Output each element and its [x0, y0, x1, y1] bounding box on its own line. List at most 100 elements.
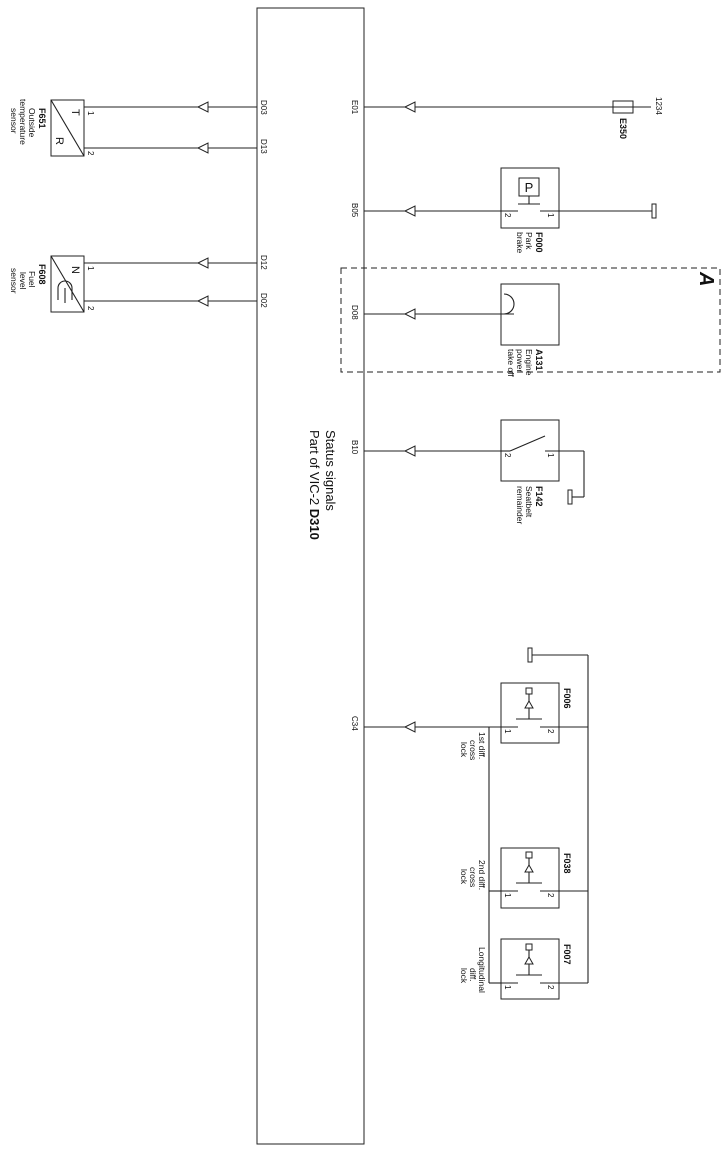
pin-b10: B10 [350, 440, 359, 455]
zone-a-frame [340, 267, 721, 373]
e350-code: E350 [618, 118, 628, 139]
component-f651: T R 1 2 F651 Outside temperature sensor [9, 99, 95, 157]
f142-terminal-2: 2 [503, 453, 512, 458]
component-f608: N 1 2 F608 Fuel level sensor [9, 255, 95, 313]
a131-label-2: power [515, 349, 525, 372]
f608-symbol-n: N [69, 266, 81, 274]
f006-code: F006 [562, 688, 572, 709]
f608-label-3: sensor [9, 268, 19, 294]
f651-label-3: sensor [9, 108, 19, 134]
a131-label-3: take off [506, 349, 516, 377]
f651-terminal-2: 2 [86, 151, 95, 156]
component-f006: 1 2 F006 1st diff. cross lock [459, 682, 572, 760]
f608-diagonal [50, 255, 85, 313]
control-unit-frame [256, 7, 365, 1145]
f007-terminal-1: 1 [503, 985, 512, 990]
f651-label-2: temperature [18, 99, 28, 145]
component-f007: 1 2 F007 Longitudinal diff. lock [459, 938, 572, 1000]
signal-arrow-d13 [196, 142, 209, 154]
f000-terminal-1: 1 [546, 213, 555, 218]
f038-label-2: cross [468, 867, 478, 887]
left-wires [84, 101, 257, 307]
e350-wire-number: 1234 [654, 97, 663, 115]
f007-pressure-icon [524, 955, 534, 965]
pin-d08: D08 [350, 305, 359, 320]
pin-d03: D03 [259, 100, 268, 115]
diff-lock-circuit [364, 647, 589, 984]
signal-arrow-d08 [403, 308, 416, 320]
f608-code: F608 [37, 264, 47, 285]
f142-switch-blade [509, 435, 546, 452]
f038-terminal-1: 1 [503, 893, 512, 898]
f038-pressure-icon [524, 863, 534, 873]
f007-label-3: lock [459, 968, 469, 984]
f000-symbol-p: P [525, 180, 534, 195]
f038-sensor-icon [525, 851, 533, 859]
f608-terminal-1: 1 [86, 266, 95, 271]
component-a131: A131 Engine power take off [364, 283, 560, 377]
f006-terminal-1: 1 [503, 729, 512, 734]
f142-ground-icon [567, 489, 573, 505]
unit-subtitle: Status signals [323, 430, 338, 511]
f000-ground-icon [651, 203, 657, 219]
f651-code: F651 [37, 108, 47, 129]
pin-e01: E01 [350, 100, 359, 115]
f000-p-box [518, 177, 540, 197]
zone-a-label: A [695, 271, 717, 286]
f608-label-2: level [18, 272, 28, 290]
pin-d12: D12 [259, 255, 268, 270]
f608-body [50, 255, 85, 313]
f006-label-1: 1st diff. [477, 732, 487, 759]
diff-feed-terminal-icon [527, 647, 533, 663]
signal-arrow-c34 [403, 721, 416, 733]
f006-pressure-icon [524, 699, 534, 709]
f608-label-1: Fuel [27, 271, 37, 288]
f007-body [500, 938, 560, 1000]
f000-label-1: Park [524, 232, 534, 250]
f000-code: F000 [534, 232, 544, 253]
f000-label-2: brake [515, 232, 525, 254]
f142-label-1: Seatbelt [524, 486, 534, 518]
a131-pto-icon [503, 293, 515, 315]
f038-terminal-2: 2 [546, 893, 555, 898]
f608-float-icon [57, 280, 73, 300]
f651-terminal-1: 1 [86, 111, 95, 116]
signal-arrow-e01 [403, 101, 416, 113]
component-f000: P 2 1 F000 Park brake [364, 167, 657, 254]
signal-arrow-b05 [403, 205, 416, 217]
a131-body [500, 283, 560, 346]
f651-body [50, 99, 85, 157]
f007-label-2: diff. [468, 968, 478, 982]
zone-a: A [340, 267, 721, 373]
f038-code: F038 [562, 853, 572, 874]
f007-label-1: Longitudinal [477, 947, 487, 993]
f142-terminal-1: 1 [546, 453, 555, 458]
f038-body [500, 847, 560, 909]
f006-label-3: lock [459, 742, 469, 758]
f006-body [500, 682, 560, 744]
component-f038: 1 2 F038 2nd diff. cross lock [459, 847, 572, 909]
f651-label-1: Outside [27, 108, 37, 138]
f000-terminal-2: 2 [503, 213, 512, 218]
a131-code: A131 [534, 349, 544, 371]
f651-diagonal [50, 99, 85, 157]
f000-body [500, 167, 560, 229]
f142-label-2: remainder [515, 486, 525, 524]
signal-arrow-d02 [196, 295, 209, 307]
control-unit-d310: Part of VIC-2 D310 Status signals [256, 7, 365, 1145]
pin-b05: B05 [350, 203, 359, 218]
pin-c34: C34 [350, 716, 359, 731]
f006-sensor-icon [525, 687, 533, 695]
f006-label-2: cross [468, 740, 478, 760]
f038-label-1: 2nd diff. [477, 860, 487, 890]
signal-arrow-b10 [403, 445, 416, 457]
f142-code: F142 [534, 486, 544, 507]
pin-d13: D13 [259, 139, 268, 154]
unit-title: Part of VIC-2 D310 [307, 430, 322, 540]
signal-arrow-d03 [196, 101, 209, 113]
f006-terminal-2: 2 [546, 729, 555, 734]
f007-code: F007 [562, 944, 572, 965]
component-f142: 2 1 F142 Seatbelt remainder [364, 419, 585, 524]
f608-terminal-2: 2 [86, 306, 95, 311]
